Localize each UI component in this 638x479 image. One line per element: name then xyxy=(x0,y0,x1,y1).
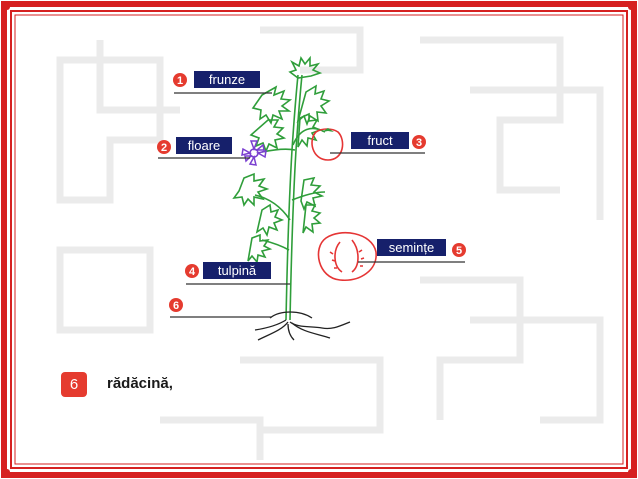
label-fruct: fruct xyxy=(351,132,409,149)
number-badge-4: 4 xyxy=(185,264,199,278)
tomato-cross-section xyxy=(317,231,377,281)
number-badge-2: 2 xyxy=(157,140,171,154)
number-badge-3: 3 xyxy=(412,135,426,149)
fruit-calyx xyxy=(322,128,334,132)
label-floare: floare xyxy=(176,137,232,154)
number-badge-6-text: 6 xyxy=(173,300,179,312)
number-badge-2-text: 2 xyxy=(161,142,167,154)
answer-text: rădăcină, xyxy=(107,375,173,392)
leaf xyxy=(232,55,332,264)
label-tulpina: tulpină xyxy=(203,262,271,279)
number-badge-6: 6 xyxy=(169,298,183,312)
number-badge-5: 5 xyxy=(452,243,466,257)
background-pattern xyxy=(56,26,604,460)
number-badge-1: 1 xyxy=(173,73,187,87)
number-badge-4-text: 4 xyxy=(189,266,196,278)
number-badge-3-text: 3 xyxy=(416,137,422,149)
number-badge-1-text: 1 xyxy=(177,75,183,87)
flower xyxy=(241,140,267,166)
label-frunze: frunze xyxy=(194,71,260,88)
label-seminte: semințe xyxy=(377,239,446,256)
answer-number-badge: 6 xyxy=(61,372,87,397)
roots xyxy=(254,311,351,341)
number-badge-5-text: 5 xyxy=(456,245,462,257)
corner-dot xyxy=(4,4,634,475)
